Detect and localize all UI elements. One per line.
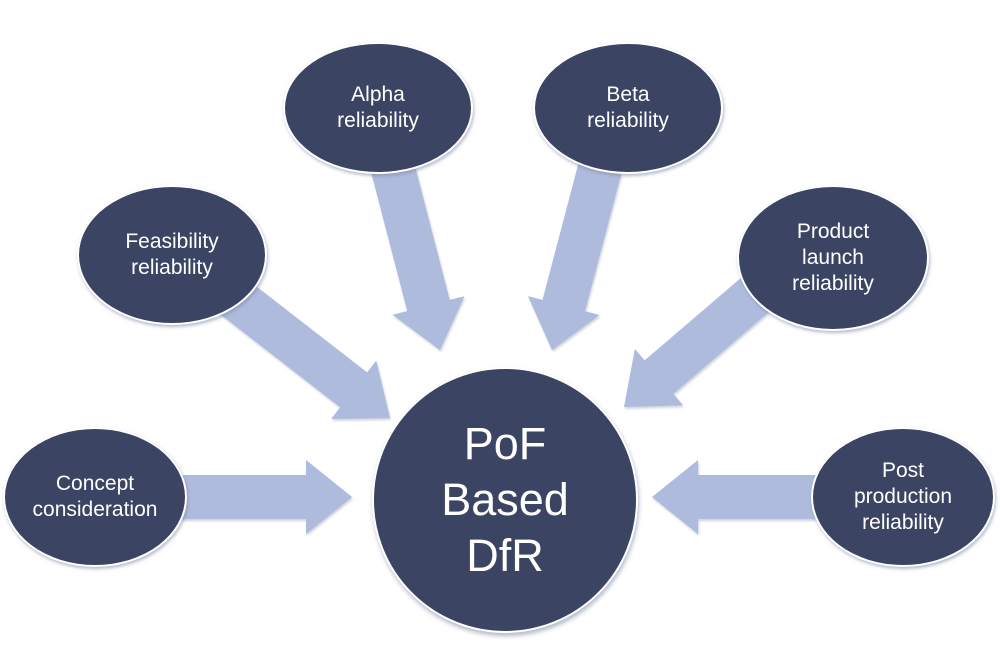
- node-label: Beta reliability: [587, 82, 669, 132]
- arrow-post-production-to-center: [652, 460, 840, 534]
- node-post-production-reliability: Post production reliability: [811, 427, 995, 567]
- node-label: Post production reliability: [853, 458, 953, 535]
- center-label-line: DfR: [466, 529, 544, 581]
- node-beta-reliability: Beta reliability: [533, 42, 723, 174]
- node-label: Alpha reliability: [337, 82, 419, 132]
- arrow-beta-to-center: [528, 162, 622, 350]
- arrow-feasibility-to-center: [211, 272, 390, 419]
- arrow-concept-to-center: [160, 460, 352, 534]
- node-concept-consideration: Concept consideration: [3, 427, 187, 567]
- arrow-alpha-to-center: [370, 159, 465, 350]
- arrow-product-launch-to-center: [624, 265, 785, 407]
- node-feasibility-reliability: Feasibility reliability: [77, 185, 267, 325]
- node-alpha-reliability: Alpha reliability: [283, 42, 473, 174]
- node-label: Product launch reliability: [792, 219, 874, 296]
- node-product-launch-reliability: Product launch reliability: [737, 185, 929, 331]
- center-node-pof-based-dfr: PoF Based DfR: [372, 367, 638, 633]
- node-label: Concept consideration: [32, 471, 158, 521]
- node-label: Feasibility reliability: [125, 229, 219, 279]
- center-label-line: PoF: [463, 418, 547, 470]
- center-label-line: Based: [441, 474, 569, 526]
